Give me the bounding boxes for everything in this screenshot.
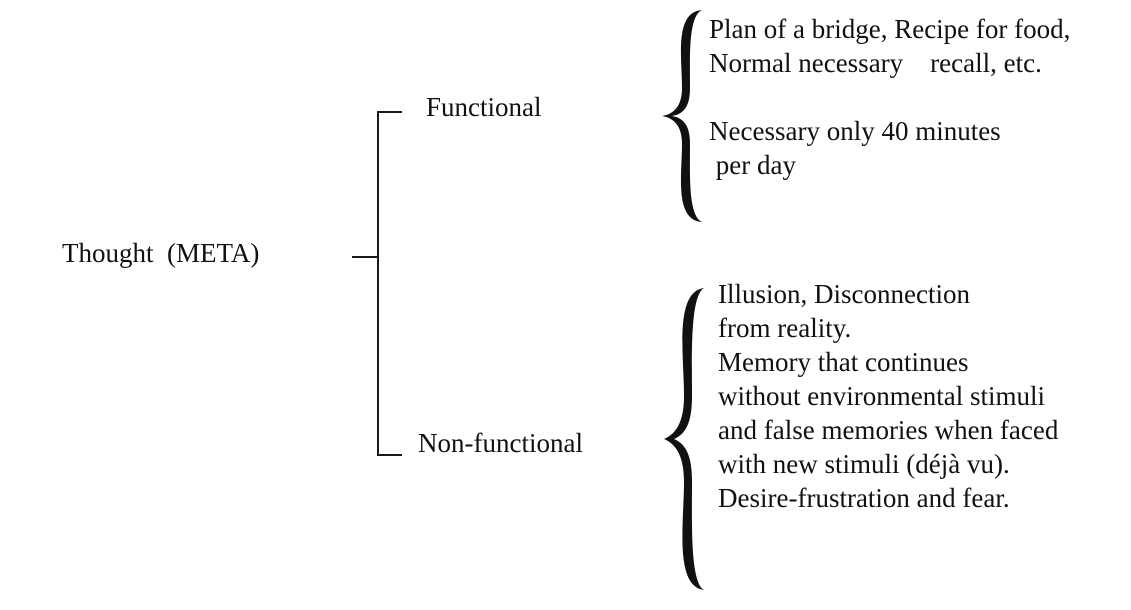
functional-note-line: Normal necessary recall, etc. <box>709 48 1042 78</box>
non-functional-note-line: Memory that continues <box>718 347 969 377</box>
root-label: Thought (META) <box>62 238 260 268</box>
non-functional-note-line: Illusion, Disconnection <box>718 279 970 309</box>
functional-label: Functional <box>426 92 542 122</box>
functional-note-line: Necessary only 40 minutes <box>709 116 1001 146</box>
functional-note-line: per day <box>709 150 796 180</box>
root-connector-line <box>352 256 379 258</box>
non-functional-label: Non-functional <box>418 428 583 458</box>
non-functional-connector-line <box>377 454 402 456</box>
non-functional-note-line: Desire-frustration and fear. <box>718 483 1010 513</box>
tree-vertical-line <box>377 111 379 456</box>
functional-curly-brace <box>662 10 702 222</box>
functional-connector-line <box>377 111 402 113</box>
non-functional-note-line: and false memories when faced <box>718 415 1059 445</box>
non-functional-note-line: without environmental stimuli <box>718 381 1045 411</box>
functional-note-line: Plan of a bridge, Recipe for food, <box>709 14 1071 44</box>
non-functional-curly-brace <box>664 288 704 590</box>
non-functional-note-line: with new stimuli (déjà vu). <box>718 449 1010 479</box>
non-functional-note-line: from reality. <box>718 313 852 343</box>
